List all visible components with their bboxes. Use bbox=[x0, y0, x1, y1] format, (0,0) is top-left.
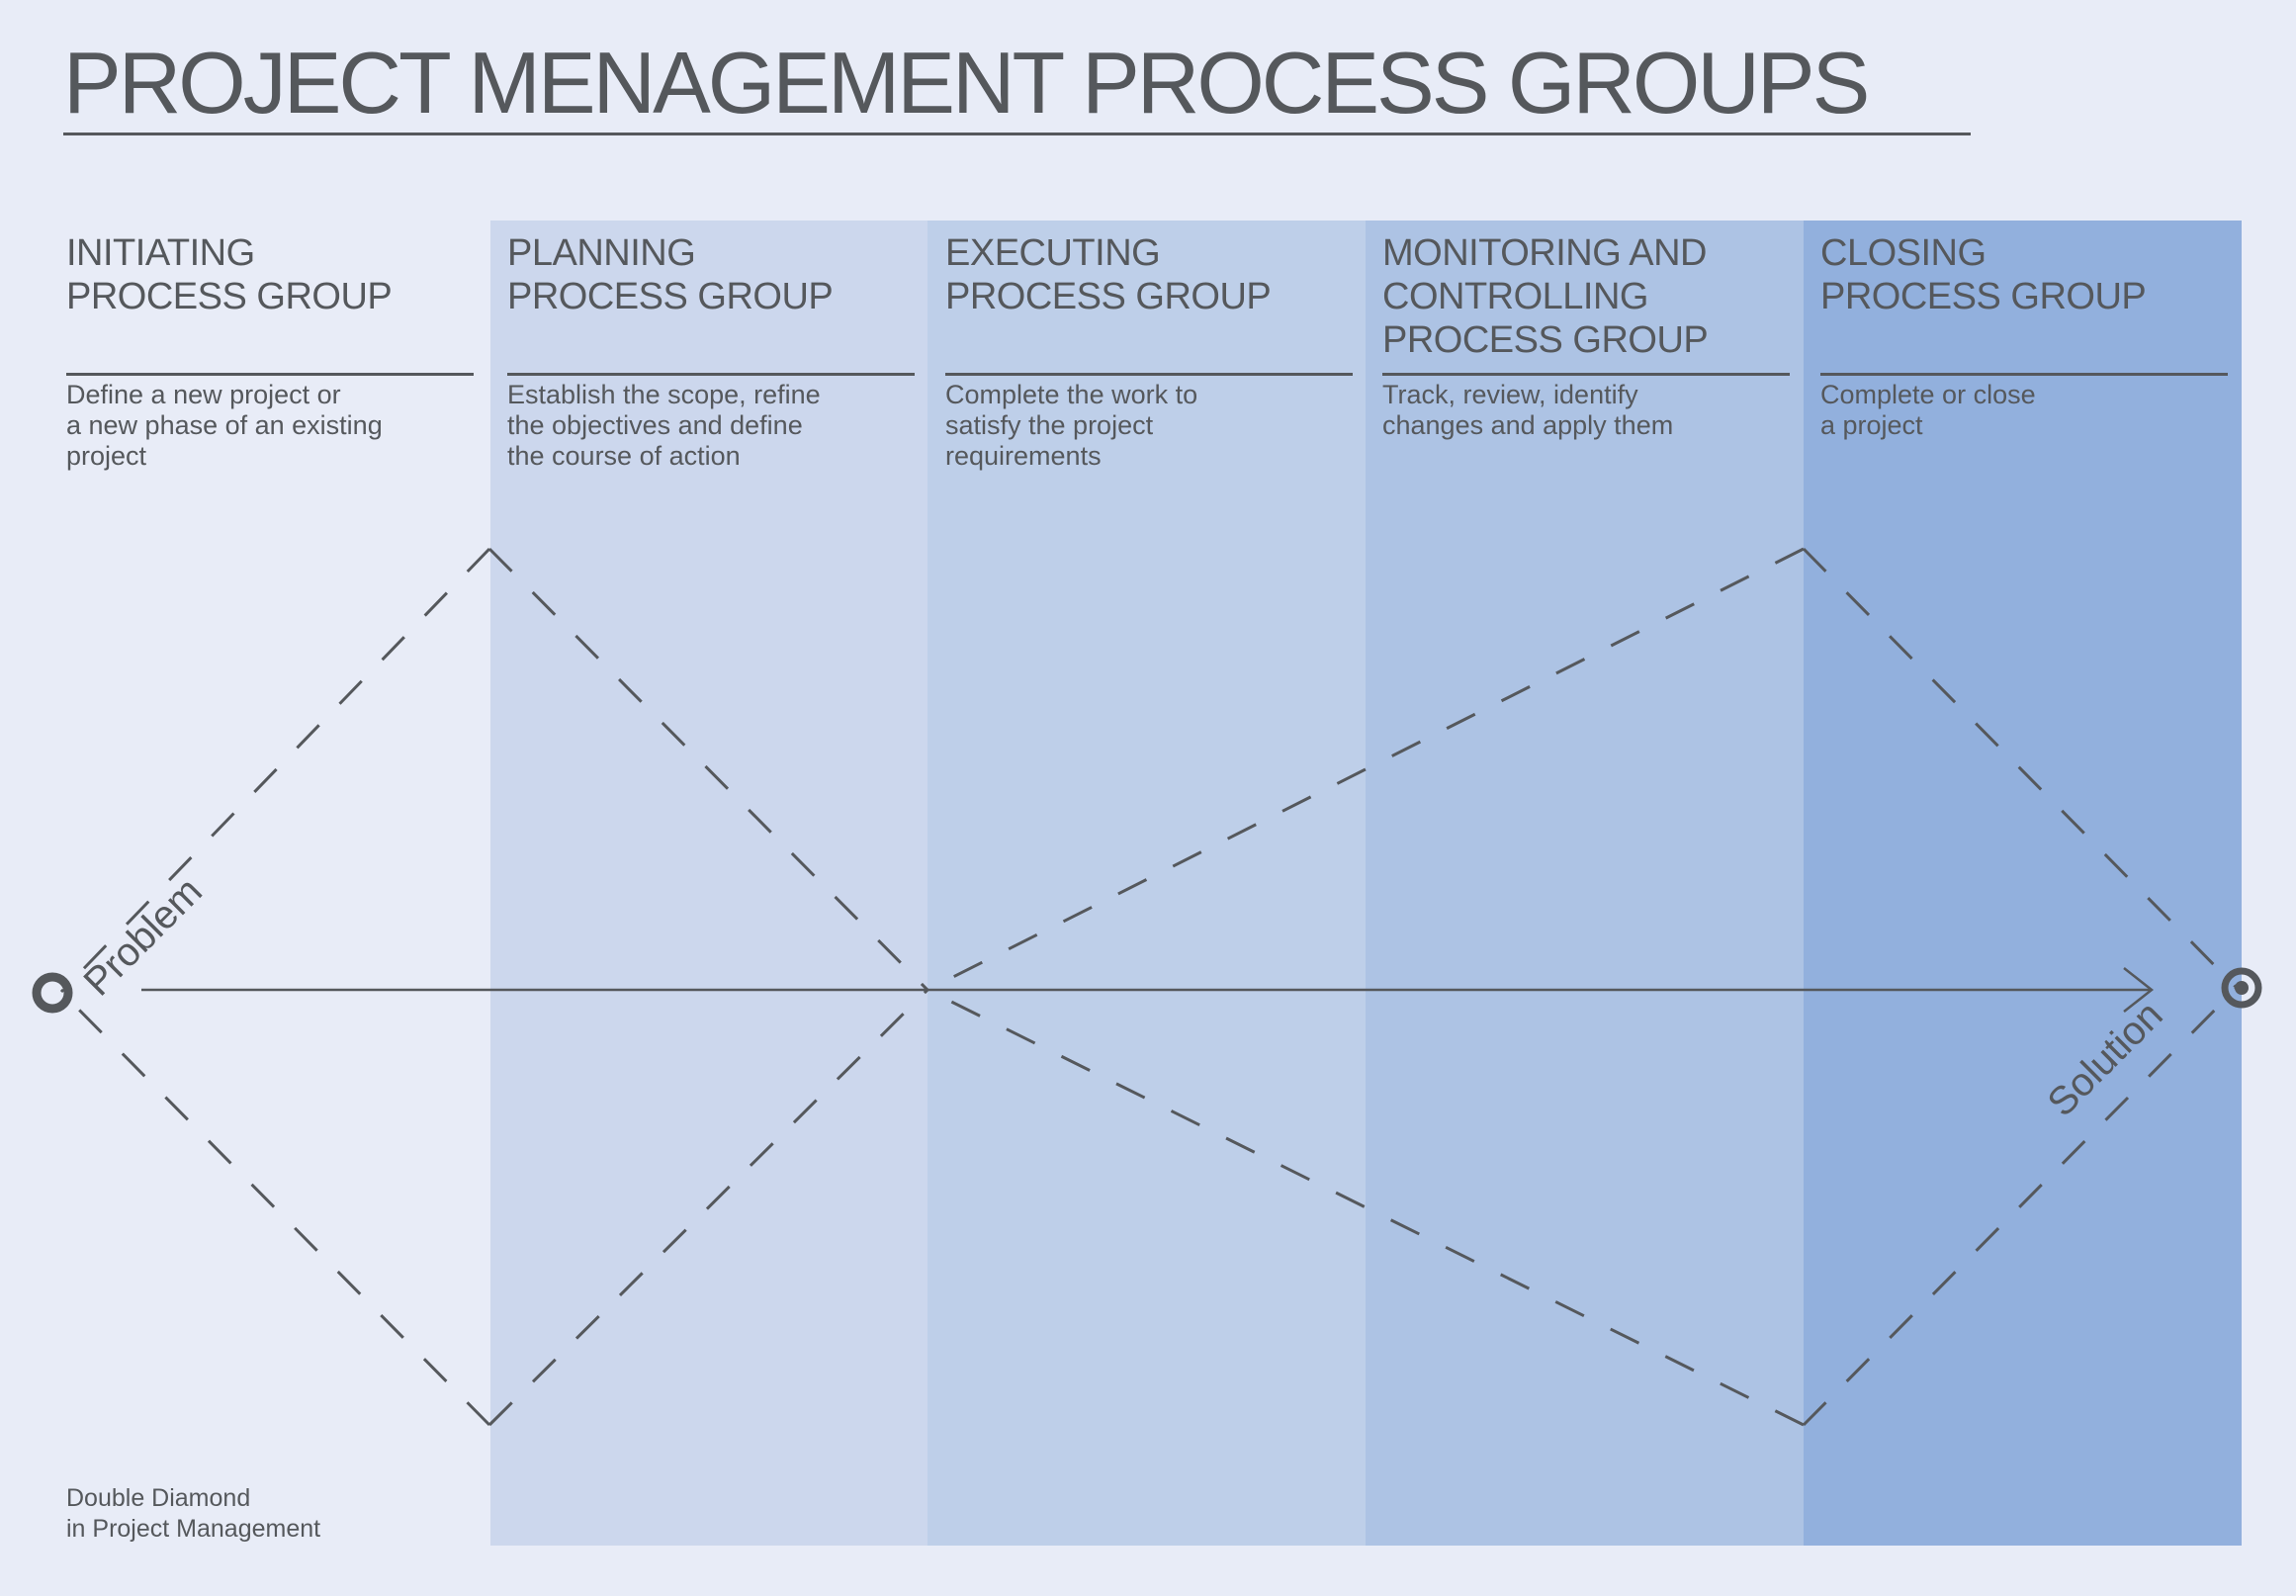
diagram-caption: Double Diamond in Project Management bbox=[66, 1484, 321, 1543]
column-label: EXECUTING PROCESS GROUP bbox=[945, 232, 1272, 317]
diamond1-top-right-edge bbox=[487, 547, 929, 992]
column-label: CLOSING PROCESS GROUP bbox=[1820, 232, 2147, 317]
circle-outline-icon bbox=[32, 972, 73, 1014]
bullseye-target-icon bbox=[2221, 967, 2262, 1009]
arrowhead-icon bbox=[2123, 967, 2155, 1013]
diamond2-top-right-edge bbox=[1802, 547, 2239, 990]
page-title: PROJECT MENAGEMENT PROCESS GROUPS bbox=[63, 34, 1870, 132]
column-separator bbox=[66, 373, 474, 376]
column-separator bbox=[1382, 373, 1790, 376]
column-description: Track, review, identify changes and appl… bbox=[1382, 380, 1674, 440]
column-description: Define a new project or a new phase of a… bbox=[66, 380, 383, 471]
column-separator bbox=[1820, 373, 2228, 376]
column-label: MONITORING AND CONTROLLING PROCESS GROUP bbox=[1382, 232, 1709, 361]
band-monitoring bbox=[1366, 221, 1804, 1546]
column-label: INITIATING PROCESS GROUP bbox=[66, 232, 393, 317]
column-description: Establish the scope, refine the objectiv… bbox=[507, 380, 821, 471]
double-diamond-outline bbox=[59, 547, 2239, 1427]
diamond1-bottom-right-edge bbox=[487, 988, 929, 1427]
title-underline bbox=[63, 133, 1971, 135]
diamond2-bottom-left-edge bbox=[927, 988, 1805, 1427]
diamond1-top-left-edge bbox=[59, 547, 491, 994]
band-executing bbox=[927, 221, 1366, 1546]
diamond2-bottom-right-edge bbox=[1802, 986, 2239, 1427]
column-description: Complete the work to satisfy the project… bbox=[945, 380, 1198, 471]
band-planning bbox=[490, 221, 928, 1546]
diamond1-bottom-left-edge bbox=[59, 990, 491, 1427]
band-closing bbox=[1804, 221, 2242, 1546]
column-separator bbox=[945, 373, 1353, 376]
column-separator bbox=[507, 373, 915, 376]
column-description: Complete or close a project bbox=[1820, 380, 2036, 440]
column-label: PLANNING PROCESS GROUP bbox=[507, 232, 834, 317]
diamond2-top-left-edge bbox=[927, 547, 1805, 992]
